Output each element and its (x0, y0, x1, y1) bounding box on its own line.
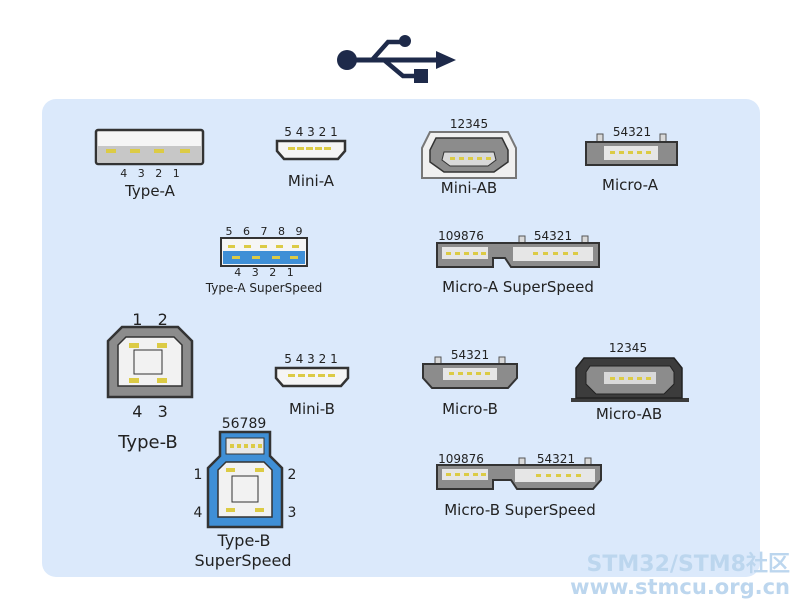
type-a-pin-numbers: 4 3 2 1 (120, 167, 179, 180)
type-b-connector (106, 325, 194, 399)
micro-ab-connector (571, 357, 689, 402)
micro-a-ss-label: Micro-A SuperSpeed (442, 278, 594, 296)
mini-a-pin-numbers: 5 4 3 2 1 (284, 125, 337, 139)
type-b-pin-numbers-bottom: 4 3 (132, 402, 168, 421)
type-a-superspeed-connector (220, 237, 308, 267)
type-b-superspeed-connector (206, 430, 284, 529)
type-b-ss-pin-4: 4 (194, 505, 203, 521)
watermark: STM32/STM8社区 www.stmcu.org.cn (570, 553, 790, 598)
type-a-connector (94, 128, 205, 166)
type-a-ss-label: Type-A SuperSpeed (205, 281, 322, 295)
mini-ab-connector (421, 131, 517, 179)
micro-b-ss-label: Micro-B SuperSpeed (444, 501, 596, 519)
micro-b-ss-pin-numbers-right: 54321 (537, 452, 575, 466)
micro-a-label: Micro-A (602, 176, 659, 194)
type-b-label: Type-B (117, 432, 178, 453)
micro-b-connector (422, 356, 518, 389)
mini-ab-pin-numbers: 12345 (450, 117, 488, 131)
type-b-pin-numbers-top: 1 2 (132, 310, 168, 329)
micro-a-ss-pin-numbers-right: 54321 (534, 229, 572, 243)
type-b-ss-pin-numbers-top: 56789 (222, 416, 267, 432)
micro-ab-pin-numbers: 12345 (609, 341, 647, 355)
type-b-ss-pin-3: 3 (288, 505, 297, 521)
micro-a-connector (585, 133, 678, 166)
type-a-label: Type-A (124, 182, 176, 200)
type-b-ss-label-line2: SuperSpeed (194, 551, 291, 570)
mini-b-pin-numbers: 5 4 3 2 1 (284, 352, 337, 366)
mini-b-label: Mini-B (289, 400, 335, 418)
micro-a-superspeed-connector (436, 235, 600, 268)
mini-a-connector (275, 139, 347, 161)
micro-ab-label: Micro-AB (596, 405, 662, 423)
type-b-ss-pin-2: 2 (288, 467, 297, 483)
micro-b-label: Micro-B (442, 400, 498, 418)
micro-b-superspeed-connector (436, 457, 602, 490)
type-b-ss-label-line1: Type-B (217, 531, 271, 550)
type-a-ss-pin-numbers-bottom: 4 3 2 1 (234, 266, 293, 279)
micro-a-pin-numbers: 54321 (613, 125, 651, 139)
watermark-line1: STM32/STM8社区 (586, 551, 790, 577)
usb-trident-icon (337, 35, 456, 83)
type-a-ss-pin-numbers-top: 5 6 7 8 9 (226, 225, 303, 238)
mini-a-label: Mini-A (288, 172, 335, 190)
mini-b-connector (274, 366, 350, 388)
micro-b-pin-numbers: 54321 (451, 348, 489, 362)
watermark-line2: www.stmcu.org.cn (570, 574, 790, 599)
micro-a-ss-pin-numbers-left: 109876 (438, 229, 484, 243)
mini-ab-label: Mini-AB (441, 179, 497, 197)
type-b-ss-pin-1: 1 (194, 467, 203, 483)
micro-b-ss-pin-numbers-left: 109876 (438, 452, 484, 466)
